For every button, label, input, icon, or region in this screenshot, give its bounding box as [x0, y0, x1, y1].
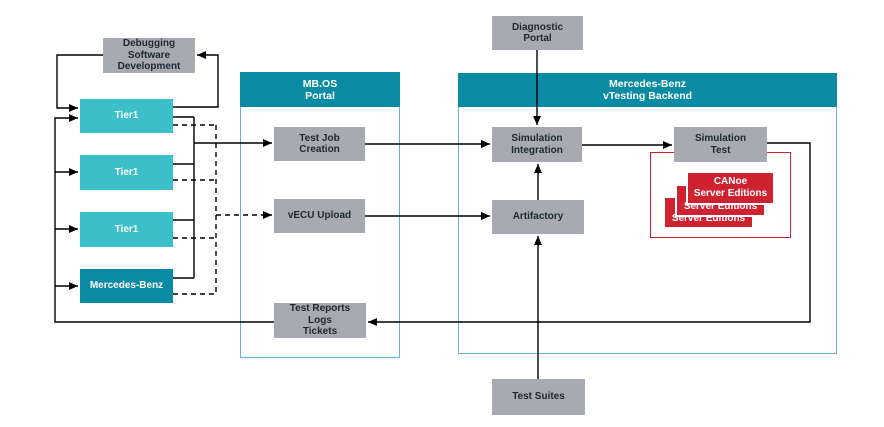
arrow-reports-feedback-tier1-1	[54, 114, 274, 323]
node-debugging-software-development: Debugging Software Development	[103, 38, 195, 73]
node-tier1-1: Tier1	[80, 99, 173, 133]
node-mercedes-benz: Mercedes-Benz	[80, 269, 173, 303]
arrow-debugging-to-tier1	[56, 54, 103, 112]
node-test-suites: Test Suites	[492, 379, 585, 415]
vtesting-backend-container: Mercedes-Benz vTesting Backend	[458, 73, 837, 354]
node-vecu-upload: vECU Upload	[274, 199, 365, 233]
vtesting-backend-header: Mercedes-Benz vTesting Backend	[458, 73, 837, 107]
solid-bus-lines	[173, 116, 195, 279]
node-tier1-2: Tier1	[80, 155, 173, 190]
node-diagnostic-portal: Diagnostic Portal	[492, 16, 583, 50]
node-test-job-creation: Test Job Creation	[274, 127, 365, 161]
arrow-sim-test-to-reports	[368, 142, 811, 326]
dashed-bus-lines	[173, 124, 217, 295]
mbos-portal-container: MB.OS Portal	[240, 72, 400, 358]
node-test-reports-logs-tickets: Test Reports Logs Tickets	[274, 303, 366, 338]
node-simulation-integration: Simulation Integration	[492, 127, 582, 162]
arrow-tier1-to-debugging	[173, 51, 219, 108]
node-artifactory: Artifactory	[492, 200, 584, 234]
node-canoe-server-edition-front: CANoe Server Editions	[686, 171, 775, 205]
node-simulation-test: Simulation Test	[674, 127, 767, 162]
mbos-portal-header: MB.OS Portal	[240, 72, 400, 107]
node-tier1-3: Tier1	[80, 212, 173, 247]
